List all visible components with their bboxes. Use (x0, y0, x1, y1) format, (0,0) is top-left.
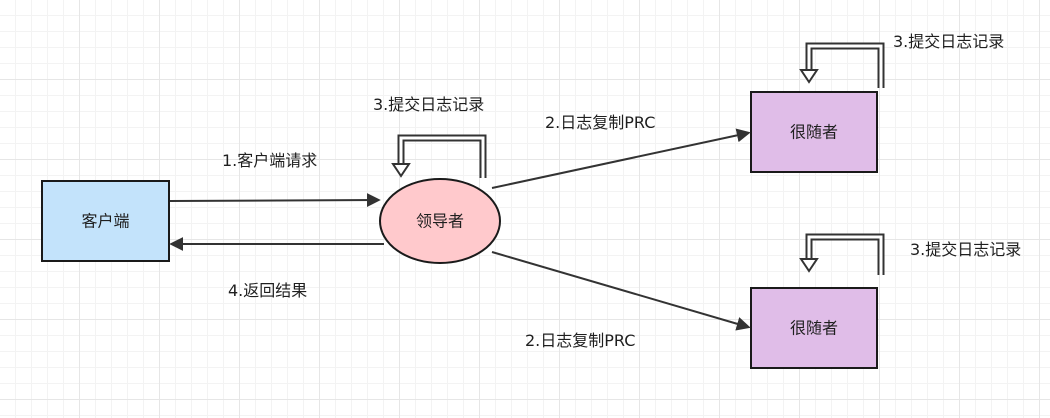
follower-bottom-node[interactable]: 很随者 (750, 287, 878, 369)
leader-node[interactable]: 领导者 (379, 178, 501, 264)
replicate-top-arrow[interactable] (491, 128, 751, 189)
follower-top-commit-loop[interactable] (799, 42, 885, 88)
replicate-bottom-label: 2.日志复制PRC (525, 331, 635, 350)
follower-top-label: 很随者 (790, 123, 838, 142)
replicate-top-label: 2.日志复制PRC (545, 113, 655, 132)
client-node[interactable]: 客户端 (41, 180, 170, 262)
client-label: 客户端 (81, 212, 129, 231)
follower-top-commit-label: 3.提交日志记录 (893, 32, 1004, 51)
leader-commit-loop[interactable] (391, 134, 487, 178)
follower-bottom-commit-loop[interactable] (799, 233, 885, 275)
client-box (41, 180, 170, 262)
leader-loop-arrowhead (391, 163, 411, 178)
follower-bottom-loop-arrowhead (799, 258, 819, 273)
return-label: 4.返回结果 (228, 281, 307, 300)
follower-top-loop-arrowhead (799, 69, 819, 84)
request-arrow[interactable] (169, 193, 381, 208)
leader-commit-label: 3.提交日志记录 (373, 95, 484, 114)
follower-bottom-label: 很随者 (790, 319, 838, 338)
follower-top-box (750, 91, 878, 173)
leader-label: 领导者 (416, 212, 464, 231)
follower-bottom-box (750, 287, 878, 369)
follower-top-node[interactable]: 很随者 (750, 91, 878, 173)
leader-ellipse (379, 178, 501, 264)
follower-bottom-commit-label: 3.提交日志记录 (910, 240, 1021, 259)
replicate-bottom-arrow[interactable] (491, 251, 751, 331)
request-label: 1.客户端请求 (222, 151, 317, 170)
